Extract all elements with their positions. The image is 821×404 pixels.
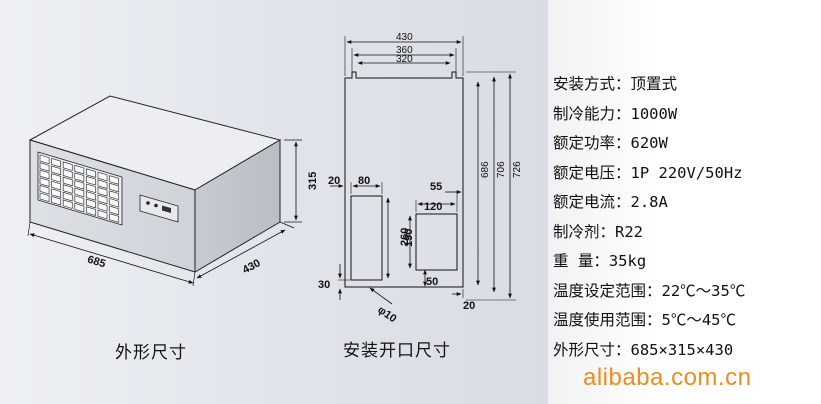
dim-50: 50	[426, 276, 438, 288]
dim-width: 685	[86, 254, 107, 271]
dim-depth: 430	[241, 257, 263, 276]
vent-cell	[86, 175, 96, 186]
spec-panel	[548, 0, 821, 404]
dim-320: 320	[396, 54, 413, 65]
caption-opening-dimensions: 安装开口尺寸	[343, 341, 451, 361]
vent-cell	[97, 194, 108, 205]
vent-cell	[74, 202, 85, 213]
spec-list: 安装方式：顶置式 制冷能力：1000W 额定功率：620W 额定电压：1P 22…	[553, 70, 745, 365]
vent-cell	[74, 187, 85, 198]
vent-cell	[74, 180, 85, 190]
vent-cell	[109, 190, 119, 200]
spec-cooling-capacity: 制冷能力：1000W	[553, 104, 678, 123]
dim-706: 706	[496, 161, 507, 178]
spec-rated-power: 额定功率：620W	[553, 134, 668, 152]
spec-rated-voltage: 额定电压：1P 220V/50Hz	[553, 163, 743, 182]
vent-cell	[109, 205, 119, 216]
dim-360: 360	[396, 45, 413, 56]
vent-cell	[86, 198, 96, 209]
dim-cutout-height-lines	[386, 197, 412, 279]
vent-cell	[97, 202, 108, 212]
vent-cell	[86, 191, 96, 201]
dim-726: 726	[512, 161, 523, 178]
vent-cell	[51, 196, 61, 206]
vent-cell	[62, 176, 73, 187]
control-panel	[139, 194, 179, 223]
vent-cell	[74, 195, 85, 205]
spec-mounting: 安装方式：顶置式	[553, 75, 678, 93]
opening-left-cutout	[350, 195, 383, 281]
vent-cell	[86, 206, 96, 216]
vent-cell	[109, 182, 119, 193]
vent-cell	[109, 175, 119, 185]
dim-20-left: 20	[328, 175, 340, 187]
dim-height-line	[284, 139, 302, 223]
dim-bottom-lines	[338, 264, 464, 305]
vent-cell	[39, 154, 50, 165]
vent-cell	[62, 169, 73, 179]
vent-cell	[97, 209, 108, 220]
dim-55: 55	[430, 181, 442, 193]
spec-refrigerant: 制冷剂：R22	[553, 222, 643, 241]
vent-cell	[109, 213, 119, 223]
vent-cell	[74, 164, 85, 175]
dim-width-line	[27, 221, 196, 287]
spec-temp-setting-range: 温度设定范围：22℃～35℃	[553, 281, 746, 300]
dim-30: 30	[318, 279, 330, 291]
vent-cell	[39, 192, 50, 203]
spec-outline-dimensions: 外形尺寸：685×315×430	[553, 340, 734, 359]
vent-grille-cells	[39, 154, 119, 223]
dim-190: 190	[403, 229, 415, 247]
dim-hole: φ10	[375, 304, 398, 325]
vent-cell	[39, 184, 50, 195]
vent-cell	[62, 191, 73, 202]
watermark: alibaba.com.cn	[583, 364, 752, 391]
vent-cell	[39, 162, 50, 172]
vent-cell	[86, 168, 96, 178]
spec-temp-operating-range: 温度使用范围：5℃～45℃	[553, 311, 736, 329]
vent-cell	[97, 171, 108, 182]
caption-outline-dimensions: 外形尺寸	[115, 343, 187, 363]
dim-430-top: 430	[396, 32, 413, 43]
vent-cell	[39, 177, 50, 187]
vent-cell	[97, 179, 108, 189]
dim-height: 315	[307, 172, 319, 190]
dim-80: 80	[358, 175, 370, 187]
vent-cell	[51, 188, 61, 198]
dim-depth-line	[196, 221, 295, 279]
dim-right-lines	[466, 71, 516, 301]
dim-left-offset-lines	[330, 182, 383, 194]
dim-260: 260	[399, 228, 411, 246]
vent-cell	[51, 180, 61, 191]
vent-cell	[51, 173, 61, 183]
dim-686: 686	[480, 161, 491, 178]
vent-cell	[62, 199, 73, 209]
vent-cell	[109, 198, 119, 208]
spec-rated-current: 额定电流：2.8A	[553, 193, 668, 211]
opening-right-cutout	[415, 213, 458, 271]
dim-20-bottom: 20	[463, 300, 475, 312]
vent-cell	[74, 172, 85, 182]
vent-cell	[51, 165, 61, 176]
unit-isometric: 685 430 315	[27, 95, 319, 287]
vent-cell	[86, 183, 96, 194]
dim-top-lines	[344, 36, 464, 76]
vent-cell	[51, 158, 61, 168]
vent-cell	[39, 169, 50, 180]
vent-cell	[62, 161, 73, 171]
vent-cell	[97, 187, 108, 197]
vent-cell	[62, 184, 73, 194]
spec-weight: 重 量：35kg	[553, 252, 647, 270]
dim-120: 120	[424, 201, 442, 213]
dim-right-cutout-lines	[415, 190, 462, 212]
